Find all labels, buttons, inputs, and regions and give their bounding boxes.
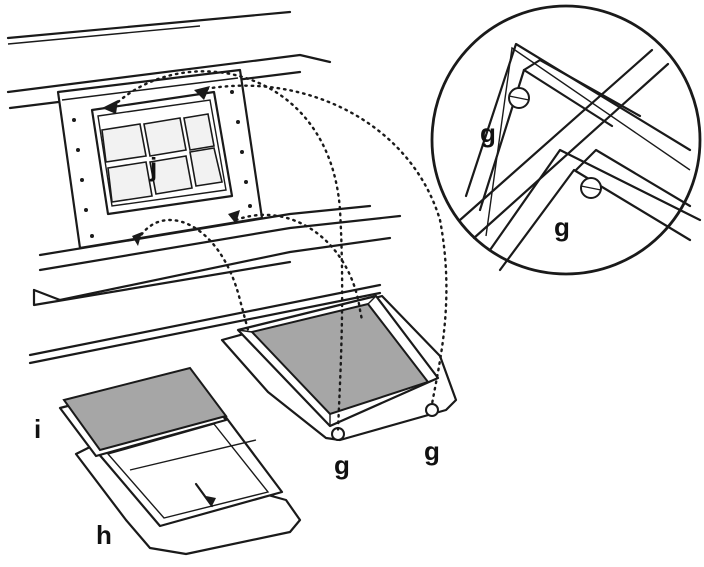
clip-g-right (425, 403, 439, 417)
detail-magnifier (430, 4, 702, 276)
label-j: j (149, 152, 157, 182)
label-g-detail-top: g (480, 118, 496, 148)
label-g-right: g (424, 436, 440, 466)
holder-arrows (102, 86, 240, 246)
label-h: h (96, 520, 112, 550)
hood-screw-holes (72, 90, 252, 238)
label-g-detail-bottom: g (554, 212, 570, 242)
filter-holder (90, 86, 240, 246)
diagram-labels: j i h g g g g (34, 118, 570, 550)
movement-paths (116, 70, 448, 432)
filter-frame-and-pad (58, 366, 302, 556)
label-i: i (34, 414, 41, 444)
label-g-left: g (334, 450, 350, 480)
